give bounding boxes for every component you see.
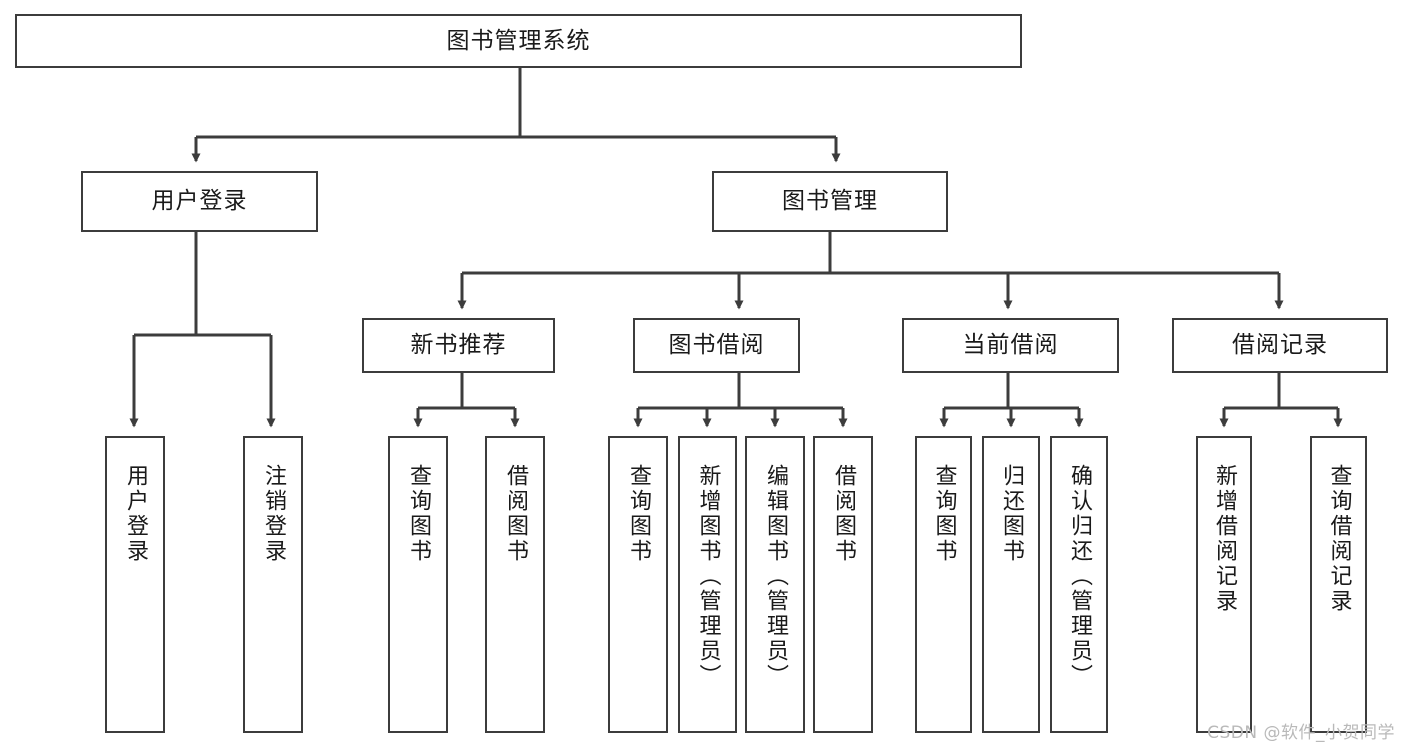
node-book-borrow[interactable]: 图书借阅 [633, 318, 800, 373]
node-current-borrow-label: 当前借阅 [962, 332, 1059, 359]
leaf-logout[interactable]: 注销登录 [243, 436, 303, 733]
connector-book-borrow-to-leaves [633, 373, 848, 428]
leaf-query-book-current[interactable]: 查询图书 [915, 436, 972, 733]
leaf-query-book-current-label: 查询图书 [931, 464, 957, 564]
leaf-query-book-recommend[interactable]: 查询图书 [388, 436, 448, 733]
connector-root-to-level1 [191, 68, 841, 163]
leaf-borrow-book-label: 借阅图书 [831, 464, 856, 564]
leaf-edit-book[interactable]: 编辑图书（管理员） [745, 436, 805, 733]
connector-new-book-recommend-to-leaves [413, 373, 520, 428]
node-root[interactable]: 图书管理系统 [15, 14, 1022, 68]
leaf-add-book[interactable]: 新增图书（管理员） [678, 436, 737, 733]
connector-user-login-to-leaves [129, 232, 276, 428]
node-new-book-recommend[interactable]: 新书推荐 [362, 318, 555, 373]
leaf-add-borrow-record[interactable]: 新增借阅记录 [1196, 436, 1252, 733]
connector-borrow-record-to-leaves [1219, 373, 1343, 428]
leaf-query-book-recommend-label: 查询图书 [406, 464, 431, 564]
leaf-return-book[interactable]: 归还图书 [982, 436, 1040, 733]
node-root-label: 图书管理系统 [446, 27, 591, 54]
node-user-login[interactable]: 用户登录 [81, 171, 318, 232]
connector-book-management-to-level2 [457, 232, 1284, 310]
node-book-management[interactable]: 图书管理 [712, 171, 948, 232]
leaf-logout-label: 注销登录 [261, 464, 286, 564]
connector-current-borrow-to-leaves [939, 373, 1084, 428]
node-borrow-record-label: 借阅记录 [1232, 332, 1328, 359]
leaf-borrow-book-recommend-label: 借阅图书 [503, 464, 528, 564]
node-book-borrow-label: 图书借阅 [668, 332, 765, 359]
leaf-user-login[interactable]: 用户登录 [105, 436, 165, 733]
leaf-query-borrow-record[interactable]: 查询借阅记录 [1310, 436, 1367, 733]
leaf-edit-book-label: 编辑图书（管理员） [763, 464, 788, 689]
leaf-add-borrow-record-label: 新增借阅记录 [1212, 464, 1237, 614]
leaf-borrow-book[interactable]: 借阅图书 [813, 436, 873, 733]
leaf-confirm-return-label: 确认归还（管理员） [1067, 464, 1092, 689]
node-current-borrow[interactable]: 当前借阅 [902, 318, 1119, 373]
leaf-query-book-borrow[interactable]: 查询图书 [608, 436, 668, 733]
node-book-management-label: 图书管理 [782, 188, 878, 215]
leaf-user-login-label: 用户登录 [123, 464, 148, 564]
leaf-return-book-label: 归还图书 [999, 464, 1024, 564]
leaf-borrow-book-recommend[interactable]: 借阅图书 [485, 436, 545, 733]
leaf-confirm-return[interactable]: 确认归还（管理员） [1050, 436, 1108, 733]
csdn-watermark: CSDN @软件_小贺同学 [1207, 723, 1395, 743]
leaf-add-book-label: 新增图书（管理员） [695, 464, 721, 689]
leaf-query-book-borrow-label: 查询图书 [626, 464, 651, 564]
leaf-query-borrow-record-label: 查询借阅记录 [1326, 464, 1352, 614]
node-user-login-label: 用户登录 [151, 188, 248, 215]
node-new-book-recommend-label: 新书推荐 [410, 332, 507, 359]
node-borrow-record[interactable]: 借阅记录 [1172, 318, 1388, 373]
